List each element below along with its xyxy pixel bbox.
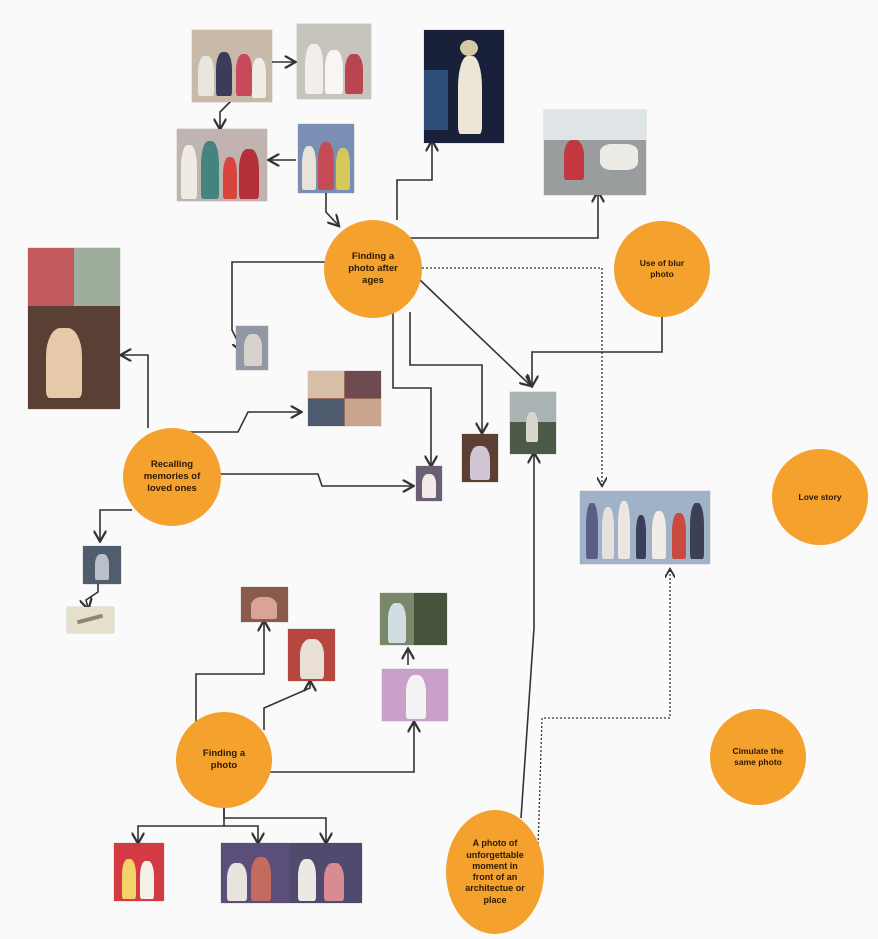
- node-label: Love story: [798, 491, 842, 502]
- node-simulate-same-photo[interactable]: Cimulate the same photo: [710, 709, 806, 805]
- node-label: Finding a photo: [202, 747, 246, 771]
- photo-blurred-scene: [510, 392, 556, 454]
- photo-celebration-2: [290, 843, 362, 903]
- node-label: Use of blur photo: [639, 258, 685, 279]
- node-finding-a-photo[interactable]: Finding a photo: [176, 712, 272, 808]
- photo-small-portrait: [236, 326, 268, 370]
- node-blur-photo[interactable]: Use of blur photo: [614, 221, 710, 317]
- photo-boy-standing: [382, 669, 448, 721]
- photo-family-group-3: [177, 129, 267, 201]
- photo-grey-small: [83, 546, 121, 584]
- photo-celebration-1: [221, 843, 290, 903]
- photo-memories-collage: [28, 248, 120, 409]
- photo-person-reading: [462, 434, 498, 482]
- photo-child-standing: [424, 30, 504, 143]
- node-label: A photo of unforgettable moment in front…: [465, 838, 525, 905]
- photo-family-group-1: [192, 30, 272, 102]
- node-label: Finding a photo after ages: [348, 251, 398, 286]
- node-label: Cimulate the same photo: [732, 746, 784, 767]
- node-love-story[interactable]: Love story: [772, 449, 868, 545]
- photo-family-large-group: [580, 491, 710, 564]
- node-recalling-memories[interactable]: Recalling memories of loved ones: [123, 428, 221, 526]
- photo-family-group-4: [298, 124, 354, 193]
- photo-red-party: [114, 843, 164, 901]
- photo-horse-ride: [544, 110, 646, 195]
- photo-sketch: [67, 607, 114, 633]
- node-finding-photo-after-ages[interactable]: Finding a photo after ages: [324, 220, 422, 318]
- photo-tiny-portrait: [416, 466, 442, 501]
- photo-collage-four: [308, 371, 381, 426]
- photo-family-group-2: [297, 24, 371, 99]
- photo-elder-portrait: [288, 629, 335, 681]
- photo-red-room: [241, 587, 288, 622]
- node-unforgettable-moment[interactable]: A photo of unforgettable moment in front…: [446, 810, 544, 934]
- node-label: Recalling memories of loved ones: [143, 459, 201, 494]
- photo-boy-in-room: [380, 593, 447, 645]
